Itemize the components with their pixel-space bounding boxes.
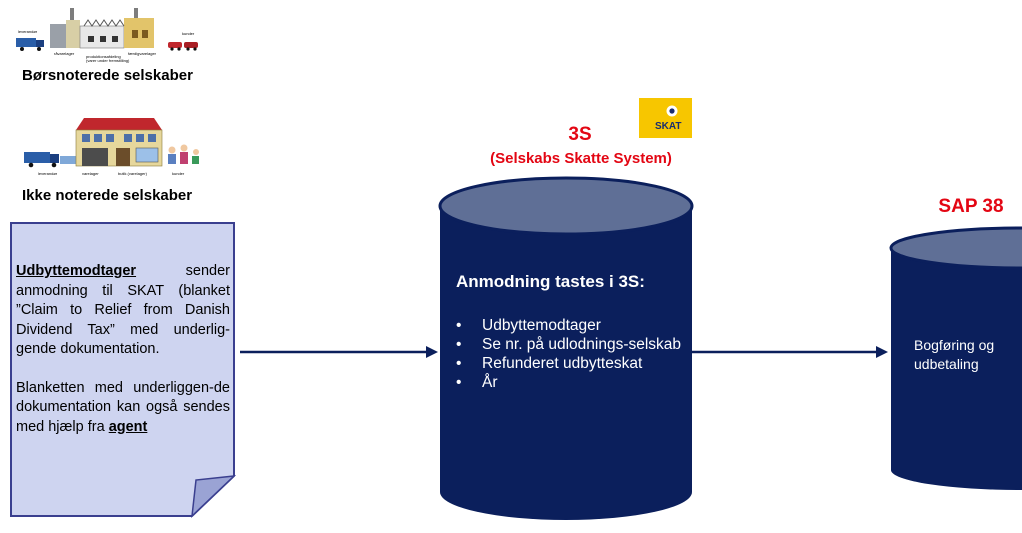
skat-crown-icon bbox=[666, 105, 678, 117]
label-customers: kunder bbox=[182, 31, 195, 36]
system-3s-title: 3S bbox=[568, 124, 592, 145]
sap-body-text: Bogføring og udbetaling bbox=[914, 337, 995, 372]
claim-paragraph-1-text: sender anmodning til SKAT (blanket ”Clai… bbox=[16, 263, 230, 357]
list-item: Udbyttemodtager bbox=[456, 316, 686, 335]
label-raw-materials: råvarelager bbox=[54, 51, 75, 56]
label-supplier: leverandør bbox=[38, 171, 58, 176]
factory-icon bbox=[50, 8, 154, 49]
listed-company-illustration: leverandør råvarelager produktionsafdeli… bbox=[16, 8, 198, 63]
claim-paragraph-1: Udbyttemodtager sender anmodning til SKA… bbox=[16, 262, 230, 360]
customers-icon bbox=[168, 144, 199, 164]
listed-companies-caption: Børsnoterede selskaber bbox=[22, 67, 193, 84]
list-item: Se nr. på udlodnings-selskab bbox=[456, 335, 682, 354]
system-3s-heading: Anmodning tastes i 3S: bbox=[456, 272, 645, 291]
label-wip: (varer under fremstilling) bbox=[86, 58, 130, 63]
supplier-truck-icon bbox=[16, 38, 44, 51]
label-customers: kunder bbox=[172, 171, 185, 176]
list-item: År bbox=[456, 373, 686, 392]
system-3s-subtitle: (Selskabs Skatte System) bbox=[490, 150, 672, 167]
sap-title: SAP 38 bbox=[938, 196, 1004, 217]
shop-building-icon bbox=[75, 118, 163, 167]
supplier-truck-icon bbox=[24, 152, 76, 168]
claim-paragraph-2-text: Blanketten med underliggen-de dokumentat… bbox=[16, 379, 230, 435]
label-finished-goods: færdigvarelager bbox=[128, 51, 157, 56]
unlisted-company-illustration: leverandør varelager butik (varelager) k… bbox=[24, 118, 199, 176]
recipient-term: Udbyttemodtager bbox=[16, 263, 137, 279]
customer-cars-icon bbox=[168, 42, 198, 51]
arrow-to-3s bbox=[240, 346, 438, 358]
claim-document-text: Udbyttemodtager sender anmodning til SKA… bbox=[16, 262, 230, 437]
unlisted-companies-caption: Ikke noterede selskaber bbox=[22, 187, 193, 204]
agent-term: agent bbox=[108, 418, 148, 435]
claim-document-shape bbox=[10, 222, 236, 518]
skat-logo: SKAT bbox=[639, 98, 692, 138]
label-supplier: leverandør bbox=[18, 29, 38, 34]
skat-logo-text: SKAT bbox=[655, 121, 682, 132]
system-3s-bullets: Udbyttemodtager Se nr. på udlodnings-sel… bbox=[456, 316, 686, 392]
claim-paragraph-2: Blanketten med underliggen-de dokumentat… bbox=[16, 379, 230, 438]
label-stock: varelager bbox=[82, 171, 99, 176]
sap-cylinder bbox=[889, 226, 1022, 490]
label-shop: butik (varelager) bbox=[118, 171, 148, 176]
label-production: produktionsafdeling bbox=[86, 54, 121, 59]
system-3s-content: Anmodning tastes i 3S: Udbyttemodtager S… bbox=[456, 272, 686, 392]
arrow-to-sap bbox=[692, 346, 888, 358]
list-item: Refunderet udbytteskat bbox=[456, 354, 686, 373]
